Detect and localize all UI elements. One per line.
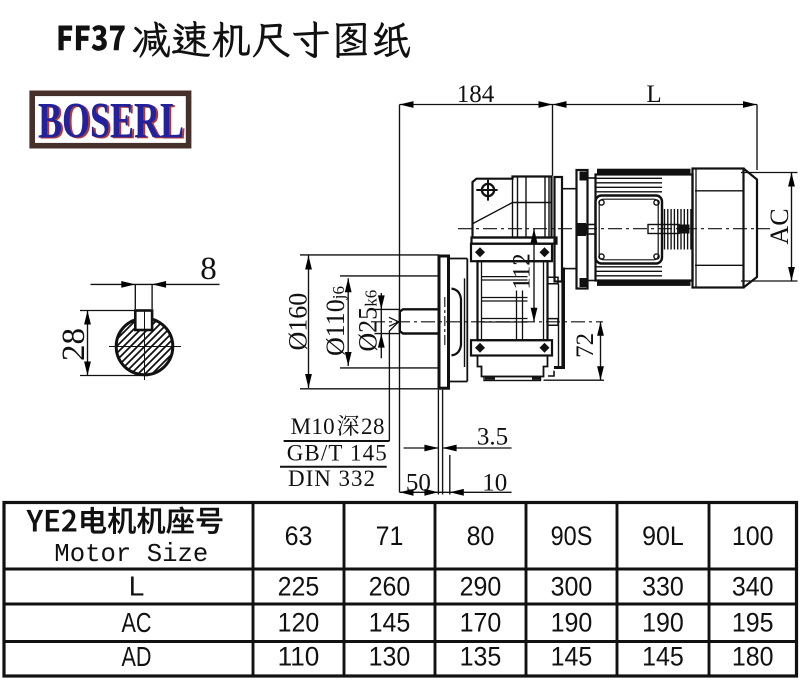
svg-text:195: 195 bbox=[732, 608, 774, 638]
svg-text:50: 50 bbox=[406, 470, 431, 497]
svg-text:Ø25k6: Ø25k6 bbox=[354, 290, 383, 352]
svg-text:300: 300 bbox=[551, 571, 593, 601]
svg-text:180: 180 bbox=[732, 642, 774, 672]
svg-text:10: 10 bbox=[482, 470, 507, 497]
svg-text:Motor Size: Motor Size bbox=[54, 539, 208, 569]
svg-text:170: 170 bbox=[460, 608, 502, 638]
svg-text:63: 63 bbox=[285, 521, 313, 551]
svg-text:110: 110 bbox=[278, 642, 320, 672]
svg-text:28: 28 bbox=[361, 414, 385, 439]
svg-text:AC: AC bbox=[765, 208, 794, 244]
svg-text:Ø160: Ø160 bbox=[284, 293, 313, 351]
svg-text:260: 260 bbox=[369, 571, 411, 601]
svg-text:DIN 332: DIN 332 bbox=[288, 466, 375, 491]
svg-text:145: 145 bbox=[551, 642, 593, 672]
svg-text:120: 120 bbox=[278, 608, 320, 638]
svg-text:130: 130 bbox=[369, 642, 411, 672]
svg-text:BOSERL: BOSERL bbox=[40, 95, 186, 151]
svg-text:71: 71 bbox=[376, 521, 404, 551]
svg-text:330: 330 bbox=[642, 571, 684, 601]
svg-text:90S: 90S bbox=[551, 521, 593, 551]
svg-text:BOSERL: BOSERL bbox=[38, 94, 184, 150]
svg-text:190: 190 bbox=[551, 608, 593, 638]
svg-text:80: 80 bbox=[467, 521, 495, 551]
svg-text:100: 100 bbox=[732, 521, 774, 551]
svg-text:3.5: 3.5 bbox=[477, 424, 508, 451]
svg-text:290: 290 bbox=[460, 571, 502, 601]
svg-text:L: L bbox=[129, 571, 145, 602]
svg-text:28: 28 bbox=[56, 328, 92, 361]
svg-text:AC: AC bbox=[122, 607, 152, 638]
svg-text:90L: 90L bbox=[642, 521, 684, 551]
svg-text:225: 225 bbox=[278, 571, 320, 601]
svg-text:184: 184 bbox=[457, 81, 495, 108]
svg-text:145: 145 bbox=[369, 608, 411, 638]
svg-text:72: 72 bbox=[572, 333, 599, 358]
svg-text:340: 340 bbox=[732, 571, 774, 601]
svg-text:112: 112 bbox=[509, 253, 536, 290]
svg-text:L: L bbox=[646, 81, 661, 108]
svg-text:135: 135 bbox=[460, 642, 502, 672]
svg-text:8: 8 bbox=[200, 251, 217, 287]
svg-text:GB/T 145: GB/T 145 bbox=[287, 441, 387, 466]
svg-text:M10: M10 bbox=[291, 414, 335, 439]
svg-text:190: 190 bbox=[642, 608, 684, 638]
svg-text:AD: AD bbox=[122, 641, 152, 672]
svg-text:145: 145 bbox=[642, 642, 684, 672]
